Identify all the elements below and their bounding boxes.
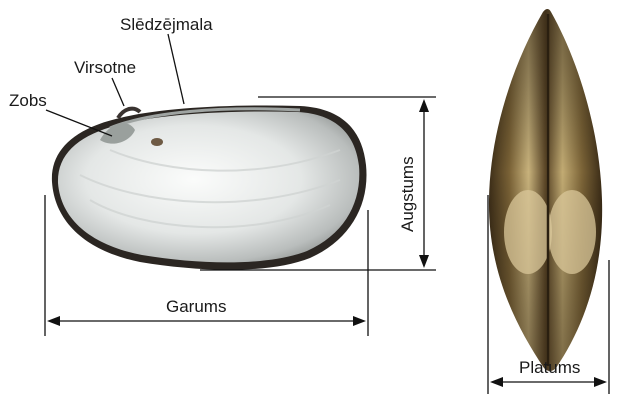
side-light-patch-left	[504, 190, 552, 274]
label-hinge: Slēdzējmala	[120, 15, 213, 34]
shell-interior-view	[52, 106, 367, 270]
side-shell-shading	[489, 9, 602, 371]
hinge-leader	[168, 34, 184, 104]
width-arrow-left	[490, 377, 503, 387]
side-light-patch-right	[548, 190, 596, 274]
label-height: Augstums	[398, 156, 417, 232]
label-width: Platums	[519, 358, 580, 377]
length-arrow-right	[353, 316, 366, 326]
label-apex: Virsotne	[74, 58, 136, 77]
width-arrow-right	[594, 377, 607, 387]
height-arrow-top	[419, 99, 429, 112]
muscle-scar	[151, 138, 163, 146]
label-tooth: Zobs	[9, 91, 47, 110]
label-length: Garums	[166, 297, 226, 316]
shell-side-view	[489, 9, 602, 371]
length-arrow-left	[47, 316, 60, 326]
height-arrow-bottom	[419, 255, 429, 268]
shell-interior	[58, 112, 359, 263]
apex-leader	[112, 78, 124, 106]
